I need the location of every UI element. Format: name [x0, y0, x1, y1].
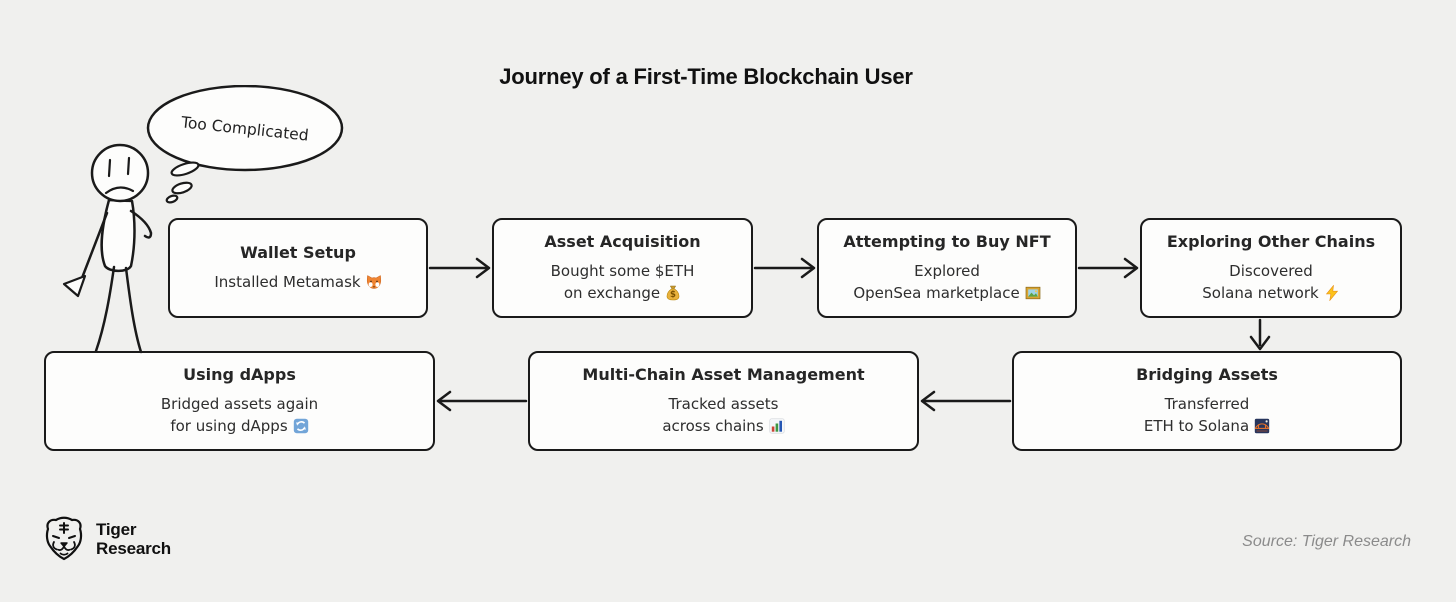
- step-line: Solana network: [1202, 284, 1319, 302]
- counterclockwise-arrows-emoji-icon: [293, 418, 308, 434]
- thought-bubble: [146, 85, 344, 172]
- figure-right-eye: [126, 156, 131, 176]
- step-line: OpenSea marketplace: [853, 284, 1020, 302]
- step-line: Installed Metamask: [214, 273, 361, 291]
- step-line: for using dApps: [170, 417, 288, 435]
- figure-left-leg: [94, 265, 116, 353]
- arrow-wallet-to-acquisition: [428, 257, 491, 279]
- arrow-multichain-to-dapps: [436, 390, 528, 412]
- step-line: Bought some $ETH: [550, 262, 695, 280]
- step-box-using-dapps: Using dApps Bridged assets again for usi…: [44, 351, 435, 451]
- step-line: on exchange: [563, 284, 661, 302]
- money-bag-emoji-icon: $: [666, 285, 680, 301]
- step-line: Discovered: [1229, 262, 1313, 280]
- figure-right-leg: [124, 266, 143, 354]
- step-box-asset-acquisition: Asset Acquisition Bought some $ETH on ex…: [492, 218, 753, 318]
- step-title: Using dApps: [183, 365, 296, 384]
- brand-name-line2: Research: [96, 539, 171, 558]
- figure-torso: [100, 198, 136, 273]
- brand-name-line1: Tiger: [96, 520, 137, 539]
- figure-head: [90, 143, 150, 203]
- step-title: Bridging Assets: [1136, 365, 1278, 384]
- figure-frown: [104, 186, 135, 195]
- step-box-attempting-to-buy-nft: Attempting to Buy NFT Explored OpenSea m…: [817, 218, 1077, 318]
- step-line: Explored: [914, 262, 980, 280]
- high-voltage-emoji-icon: [1325, 285, 1338, 301]
- arrow-chains-to-bridging: [1249, 318, 1271, 351]
- figure-left-eye: [107, 158, 112, 178]
- thought-trail-bubble: [165, 194, 179, 204]
- step-title: Multi-Chain Asset Management: [582, 365, 865, 384]
- figure-hand: [62, 274, 87, 298]
- step-line: across chains: [662, 417, 764, 435]
- step-box-multi-chain-asset-management: Multi-Chain Asset Management Tracked ass…: [528, 351, 919, 451]
- page-title: Journey of a First-Time Blockchain User: [499, 64, 913, 89]
- framed-picture-emoji-icon: [1025, 286, 1041, 300]
- step-line: Bridged assets again: [160, 395, 319, 413]
- figure-left-arm: [80, 211, 109, 280]
- step-title: Attempting to Buy NFT: [843, 232, 1051, 251]
- step-title: Asset Acquisition: [544, 232, 701, 251]
- step-box-bridging-assets: Bridging Assets Transferred ETH to Solan…: [1012, 351, 1402, 451]
- figure-right-arm: [129, 209, 153, 239]
- step-line: ETH to Solana: [1143, 417, 1250, 435]
- arrow-acquisition-to-nft: [753, 257, 816, 279]
- thought-trail-bubble: [170, 161, 200, 177]
- arrow-bridging-to-multichain: [920, 390, 1012, 412]
- tiger-logo-icon: [45, 516, 83, 561]
- thought-trail-bubble: [171, 181, 193, 195]
- step-box-exploring-other-chains: Exploring Other Chains Discovered Solana…: [1140, 218, 1402, 318]
- bridge-at-night-emoji-icon: [1254, 418, 1270, 434]
- brand-footer: Tiger Research: [40, 515, 171, 563]
- step-line: Tracked assets: [668, 395, 779, 413]
- thought-bubble-text: Too Complicated: [179, 113, 309, 144]
- step-line: Transferred: [1164, 395, 1250, 413]
- bar-chart-emoji-icon: [769, 418, 785, 434]
- step-box-wallet-setup: Wallet Setup Installed Metamask: [168, 218, 428, 318]
- fox-emoji-icon: [366, 275, 381, 289]
- svg-text:$: $: [670, 290, 676, 300]
- arrow-nft-to-chains: [1077, 257, 1139, 279]
- step-title: Wallet Setup: [240, 243, 356, 262]
- source-note: Source: Tiger Research: [1242, 533, 1411, 550]
- step-title: Exploring Other Chains: [1166, 232, 1376, 251]
